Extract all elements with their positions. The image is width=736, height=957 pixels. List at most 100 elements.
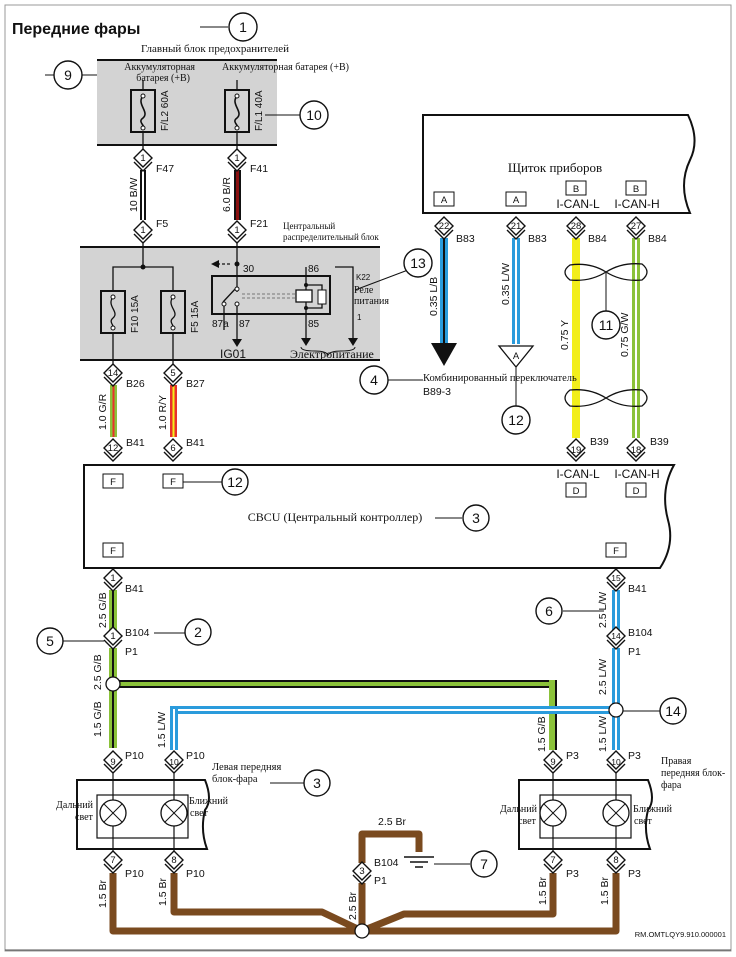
pin-22: 22	[439, 221, 450, 232]
callout-7: 7	[470, 850, 498, 878]
wire-label-25gb-1: 2.5 G/B	[97, 592, 109, 628]
tag-a1	[433, 191, 455, 207]
left-low-beam-2: свет	[190, 808, 209, 819]
cbcu-tag-f1-text: F	[110, 477, 116, 488]
code-b41-6: B41	[186, 437, 205, 449]
right-high-beam-2: свет	[518, 816, 537, 827]
wire-6-br	[234, 170, 241, 220]
cbcu-signal-ican-h: I-CAN-H	[614, 467, 659, 481]
cbcu-tag-f4	[605, 542, 627, 558]
left-headlamp-box	[76, 779, 210, 850]
pin-b104-14: 14	[611, 631, 621, 641]
central-box-label-2: распределительный блок	[283, 232, 379, 242]
pin-18: 18	[631, 445, 642, 456]
signal-ican-h: I-CAN-H	[614, 197, 659, 211]
svg-text:7: 7	[480, 856, 488, 872]
cbcu-label: CBCU (Центральный контроллер)	[248, 510, 422, 524]
cbcu-tag-f2-text: F	[170, 477, 176, 488]
pin-b41-12: 12	[108, 443, 119, 454]
instrument-cluster-label: Щиток приборов	[508, 160, 602, 175]
tag-a1-text: A	[441, 195, 448, 206]
fuse-fl2: F/L2 60A	[130, 80, 171, 152]
svg-text:4: 4	[370, 372, 378, 388]
svg-text:5: 5	[46, 633, 54, 649]
code-p1-right: P1	[628, 646, 641, 658]
wire-label-10ry: 1.0 R/Y	[157, 395, 169, 430]
bulb-icon	[602, 799, 630, 827]
code-b27: B27	[186, 378, 205, 390]
svg-text:Реле: Реле	[354, 285, 374, 296]
code-b83-21: B83	[528, 233, 547, 245]
svg-text:3: 3	[472, 510, 480, 526]
code-b104-left: B104	[125, 627, 150, 639]
pin-21: 21	[511, 221, 522, 232]
cbcu-tag-d2	[625, 482, 647, 498]
code-b104-right: B104	[628, 627, 653, 639]
cbcu-tag-f3-text: F	[110, 546, 116, 557]
cbcu-tag-f4-text: F	[613, 546, 619, 557]
code-p10-7: P10	[125, 868, 144, 880]
callout-1: 1	[228, 12, 258, 42]
fuse-f10: F10 15A	[100, 243, 146, 368]
callout-4: 4	[359, 365, 389, 395]
pin-b41-15: 15	[611, 573, 621, 583]
pin-28: 28	[571, 221, 582, 232]
code-f21: F21	[250, 218, 268, 230]
callout-11: 12	[501, 405, 531, 435]
signal-ican-l: I-CAN-L	[556, 197, 600, 211]
pin-f5: 1	[140, 225, 145, 236]
code-b41-12: B41	[126, 437, 145, 449]
fuse-fl1: F/L1 40A	[224, 80, 265, 152]
svg-text:87: 87	[239, 319, 251, 330]
code-f5: F5	[156, 218, 168, 230]
cbcu-tag-d2-text: D	[633, 486, 640, 497]
svg-text:87a: 87a	[212, 319, 229, 330]
right-low-beam-2: свет	[634, 816, 653, 827]
cbcu-signal-ican-l: I-CAN-L	[556, 467, 600, 481]
pin-b41-6: 6	[170, 443, 175, 454]
svg-text:1: 1	[357, 313, 362, 322]
code-b41-1: B41	[125, 583, 144, 595]
callout-13: 13	[403, 248, 433, 278]
wire-label-25gb-2: 2.5 G/B	[92, 654, 104, 690]
svg-text:3: 3	[313, 775, 321, 791]
ground-icon	[404, 856, 434, 868]
twisted-pair-icon	[564, 263, 648, 407]
callout-12-text: 12	[227, 474, 243, 490]
callout-3-left-headlamp: 3	[303, 769, 331, 797]
pin-b41-1: 1	[110, 573, 115, 584]
callout-14: 14	[659, 697, 687, 725]
fuse2-supply: Аккумуляторная батарея (+B)	[222, 62, 349, 73]
wire-10-ry	[170, 385, 177, 437]
pin-p3-7: 7	[550, 855, 555, 866]
fuse-f5: F5 15A	[143, 266, 201, 368]
tag-a2-text: A	[513, 195, 520, 206]
wire-25-gb-left	[105, 590, 557, 750]
svg-text:6: 6	[545, 603, 553, 619]
code-p10-8: P10	[186, 868, 205, 880]
callout-9: 10	[299, 100, 329, 130]
code-p1-left: P1	[125, 646, 138, 658]
wire-label-6br: 6.0 B/R	[221, 177, 233, 212]
svg-text:86: 86	[308, 264, 320, 275]
svg-text:F10 15A: F10 15A	[130, 295, 141, 333]
left-headlamp-label-2: блок-фара	[212, 774, 258, 785]
pin-p3-8: 8	[613, 855, 618, 866]
callout-2: 2	[184, 618, 212, 646]
right-headlamp-label-2: передняя блок-	[661, 768, 725, 779]
right-headlamp-label-3: фара	[661, 780, 682, 791]
tag-b1-text: B	[573, 184, 579, 195]
code-p10-9: P10	[125, 750, 144, 762]
pin-b26: 14	[108, 368, 119, 379]
callout-6: 6	[535, 597, 563, 625]
cbcu-tag-d1-text: D	[573, 486, 580, 497]
wire-label-15lw: 1.5 L/W	[156, 712, 168, 748]
right-headlamp-box	[518, 779, 653, 850]
combo-switch-label: Комбинированный переключатель	[423, 373, 577, 384]
central-box-label-1: Центральный	[283, 221, 335, 231]
ground-wire-top-label: 2.5 Br	[378, 816, 407, 828]
wire-label-15gb: 1.5 G/B	[92, 701, 104, 737]
pin-f47: 1	[140, 153, 145, 164]
pin-p3-10: 10	[611, 757, 621, 767]
